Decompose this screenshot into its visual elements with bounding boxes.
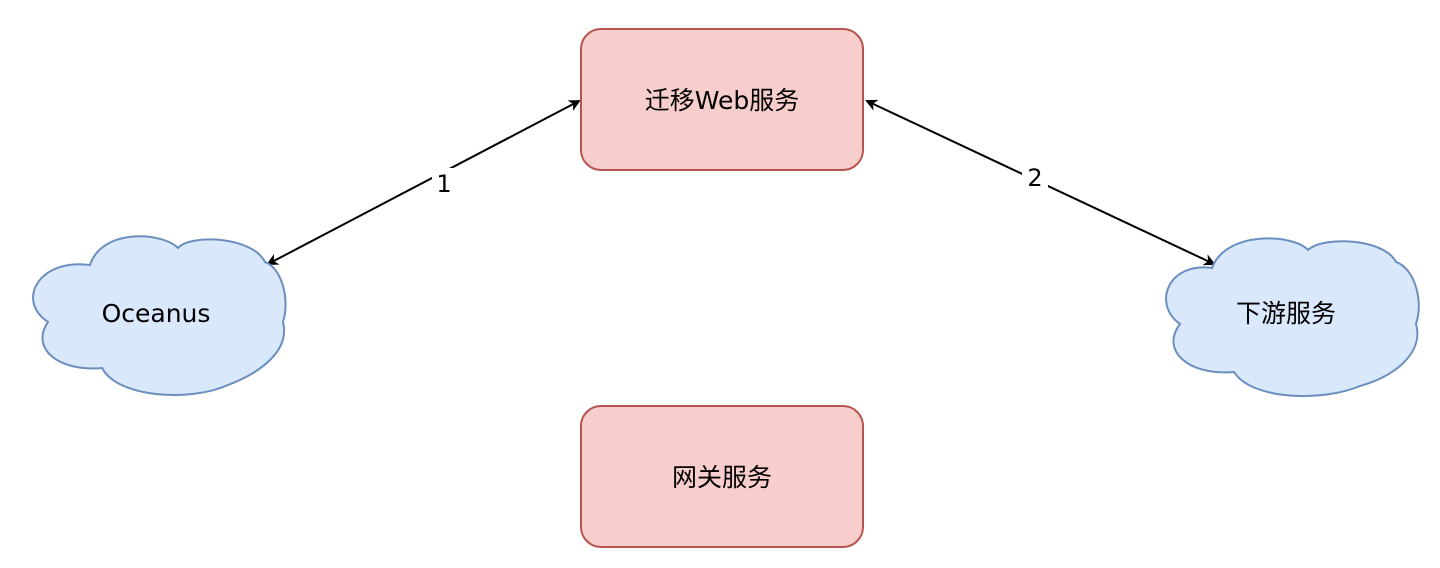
- node-migration-web-service[interactable]: 迁移Web服务: [580, 28, 864, 171]
- node-migration-web-service-label: 迁移Web服务: [645, 86, 800, 115]
- node-oceanus-label: Oceanus: [102, 299, 211, 328]
- node-downstream-service[interactable]: 下游服务: [1165, 237, 1420, 398]
- edge-label-2: 2: [1027, 164, 1042, 192]
- node-oceanus[interactable]: Oceanus: [32, 235, 287, 397]
- node-gateway-service-shape: [580, 405, 864, 548]
- node-gateway-service[interactable]: 网关服务: [580, 405, 864, 548]
- node-downstream-service-label: 下游服务: [1236, 299, 1336, 328]
- edge-label-bg-1: [432, 168, 456, 198]
- node-oceanus-shape: [32, 235, 287, 397]
- node-migration-web-service-shape: [580, 28, 864, 171]
- edge-label-1: 1: [436, 170, 451, 198]
- edge-oceanus-migration[interactable]: 1: [266, 100, 581, 265]
- edge-line-1: [266, 100, 581, 265]
- node-gateway-service-label: 网关服务: [672, 463, 772, 492]
- edge-migration-downstream[interactable]: 2: [865, 99, 1216, 266]
- edge-label-bg-2: [1022, 163, 1048, 193]
- node-downstream-service-shape: [1165, 237, 1420, 398]
